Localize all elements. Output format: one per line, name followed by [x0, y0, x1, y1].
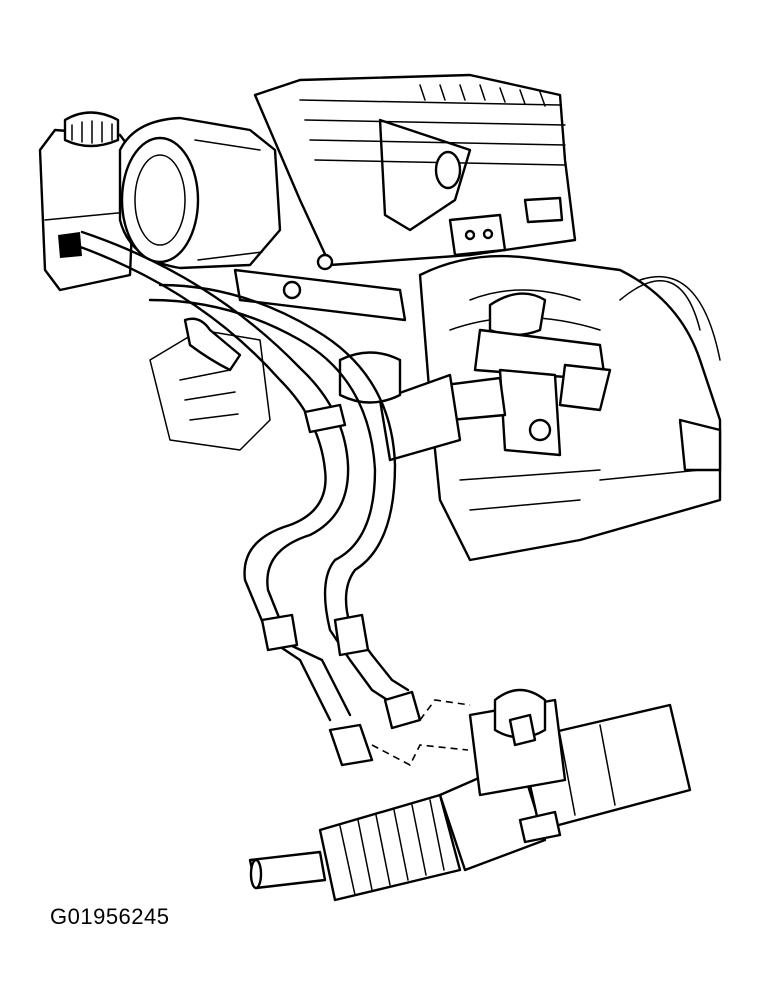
engine-lower-assembly — [338, 254, 722, 562]
hose-routing-dashes — [371, 699, 471, 767]
power-steering-reservoir — [38, 111, 137, 292]
engine-cylinder-head — [253, 73, 577, 267]
power-steering-pump — [118, 116, 407, 322]
power-steering-hose-diagram — [38, 73, 722, 902]
power-steering-hoses — [73, 230, 422, 767]
engine-left-bracket — [149, 317, 271, 451]
figure-id-label: G01956245 — [50, 904, 170, 929]
steering-gear-rack — [248, 688, 692, 902]
